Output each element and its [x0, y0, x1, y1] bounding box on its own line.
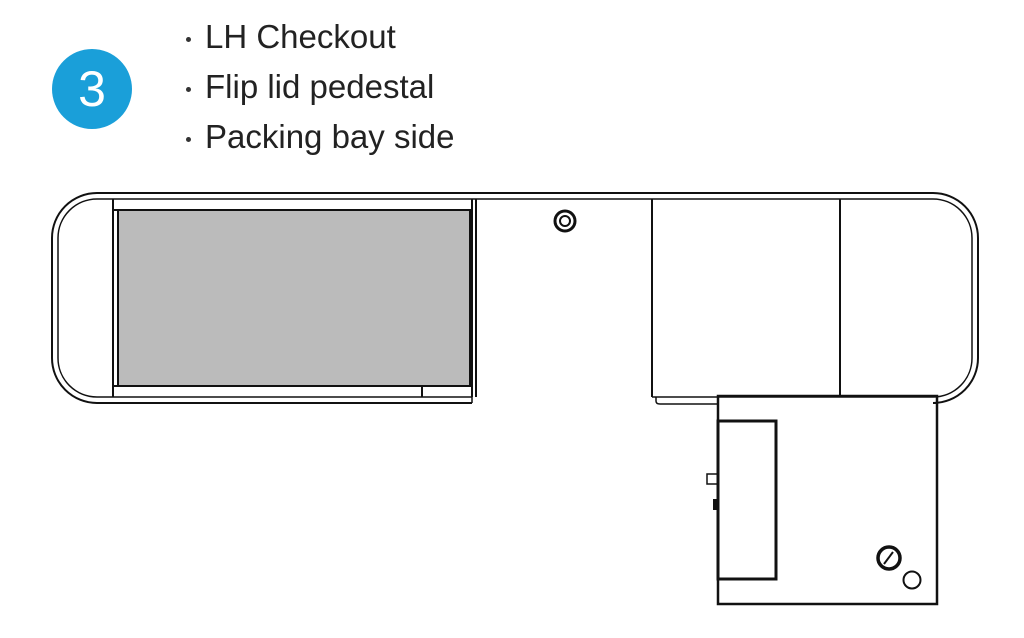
ledge: [655, 397, 718, 405]
step-number-badge: 3: [52, 49, 132, 129]
bullet-text: Flip lid pedestal: [205, 68, 435, 105]
conveyor-belt: [117, 209, 471, 387]
bullet-text: LH Checkout: [205, 18, 396, 55]
flip-lid-pedestal: [716, 394, 939, 606]
knob-icon: [553, 209, 577, 233]
bullet-item: LH Checkout: [186, 18, 396, 56]
bullet-dot-icon: [186, 136, 191, 142]
latch: [706, 473, 719, 485]
knob-icon: [876, 545, 902, 571]
counter-outline: [97, 192, 979, 404]
counter-inner-line: [97, 198, 973, 398]
latch: [713, 499, 719, 510]
bullet-dot-icon: [186, 86, 191, 92]
bullet-dot-icon: [186, 36, 191, 42]
hole-icon: [902, 570, 922, 590]
bullet-text: Packing bay side: [205, 118, 455, 155]
counter-inner-left: [57, 198, 473, 403]
bullet-item: Flip lid pedestal: [186, 68, 434, 106]
pedestal-lid: [716, 419, 778, 581]
counter-outline-left: [51, 192, 472, 404]
bullet-item: Packing bay side: [186, 118, 454, 156]
